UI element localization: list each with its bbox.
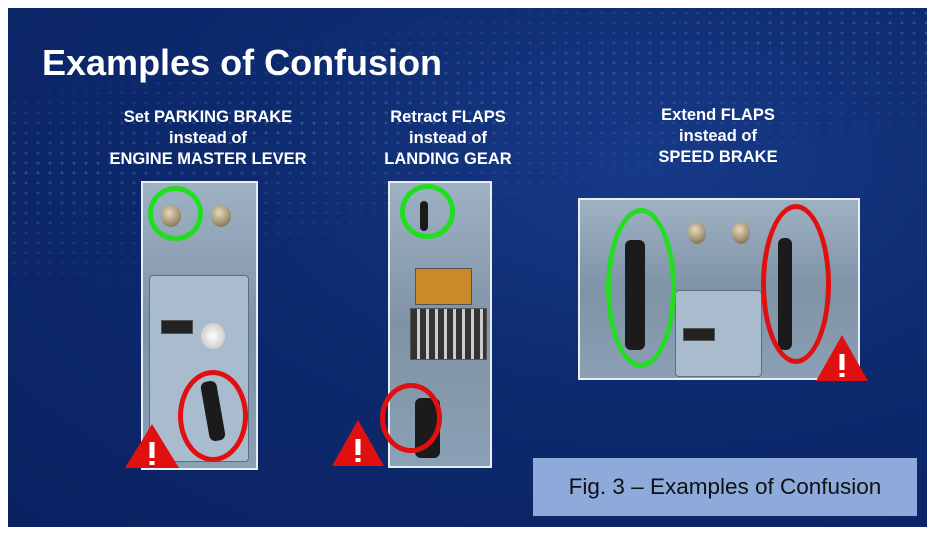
correct-highlight [148, 186, 203, 241]
label-line: Set PARKING BRAKE [123, 108, 293, 126]
rudder-trim-knob [201, 323, 225, 349]
label-line: instead of [169, 129, 247, 147]
display [161, 320, 193, 334]
warning-triangle-icon [125, 424, 179, 468]
example-1-label: Set PARKING BRAKE instead of ENGINE MAST… [88, 107, 328, 170]
example-2-label: Retract FLAPS instead of LANDING GEAR [348, 107, 548, 170]
label-line: Retract FLAPS [390, 108, 506, 126]
correct-highlight [400, 184, 455, 239]
label-line: instead of [409, 129, 487, 147]
figure-caption: Fig. 3 – Examples of Confusion [533, 458, 917, 516]
wrong-highlight [761, 204, 831, 364]
slide: Examples of Confusion Set PARKING BRAKE … [8, 8, 927, 527]
label-line: SPEED BRAKE [658, 148, 778, 166]
display [683, 328, 715, 341]
example-3-label: Extend FLAPS instead of SPEED BRAKE [608, 105, 828, 168]
eng2-switch [732, 222, 750, 244]
label-line: LANDING GEAR [384, 150, 512, 168]
warning-triangle-icon [816, 335, 868, 381]
label-line: ENGINE MASTER LEVER [109, 150, 307, 168]
eng1-switch [688, 222, 706, 244]
wrong-highlight [178, 370, 248, 462]
eng2-switch [211, 205, 231, 227]
correct-highlight [606, 208, 676, 368]
label-line: instead of [679, 127, 757, 145]
warning-triangle-icon [332, 420, 384, 466]
mcdu-keys [410, 308, 487, 360]
wrong-highlight [380, 383, 442, 453]
mcdu-screen [415, 268, 472, 305]
label-line: Extend FLAPS [661, 106, 775, 124]
slide-title: Examples of Confusion [42, 42, 443, 83]
